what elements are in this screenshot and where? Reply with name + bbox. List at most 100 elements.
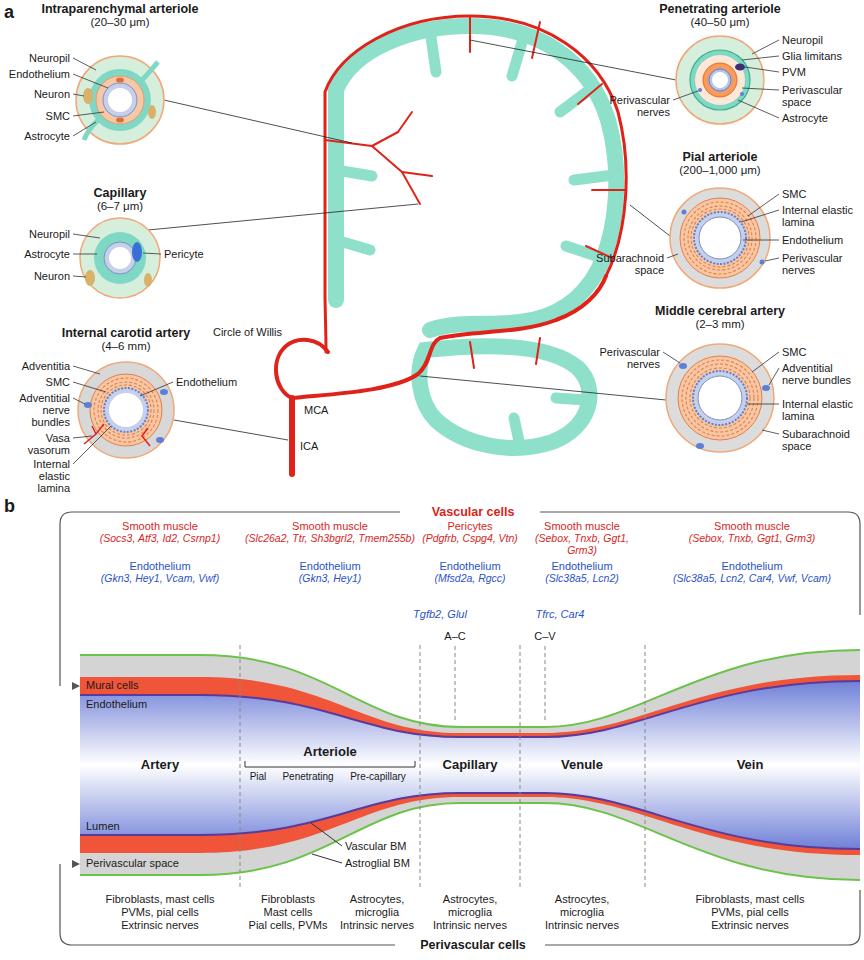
label-text: Astrocyte [782,112,860,124]
group-bracket [60,512,860,945]
label-text: Smooth muscle [242,520,418,532]
label-text: C–V [534,630,557,642]
carotid-section [98,382,154,438]
brain-section [336,26,616,330]
brain-section [276,16,626,474]
label-text: Artery [140,757,180,772]
intraparenchymal-section [83,88,93,104]
label-text: Vascular cells [425,505,521,519]
bracket [312,854,342,863]
label-text: Pericytes [421,520,519,532]
leader-line [73,122,96,136]
intraparenchymal-section [148,105,156,119]
mca-section [666,344,774,452]
label-text: (Mfsd2a, Rgcc) [421,572,519,584]
leader-line [673,91,698,100]
penetrating-section [703,63,737,97]
vessel-continuum [80,650,860,880]
brain-section [469,16,471,52]
leader-line [738,100,779,118]
leader-line [73,112,104,116]
label-text: Internal elastic lamina [4,458,70,494]
label-text: microglia [447,906,493,918]
label-text: Neuropil [782,34,860,46]
intraparenchymal-section [142,62,158,80]
carotid-section [101,385,151,435]
label-text: SMC [4,110,70,122]
label-text: SMC [4,376,70,388]
label-text: (Gkn3, Hey1) [242,572,418,584]
leader-line [752,352,779,372]
label-text: Endothelium [4,68,70,80]
label-text: Endothelium [242,560,418,572]
brain-section [325,16,626,368]
vessel-inset: Middle cerebral artery(2–3 mm) [640,304,800,452]
label-text: Subarachnoid space [584,252,664,276]
inset-size: (40–50 μm) [645,16,795,29]
brain-section [402,172,420,204]
vessel-inset: Pial arteriole(200–1,000 μm) [645,150,795,288]
carotid-section [84,402,92,408]
brain-section [574,175,614,180]
vessel-continuum [80,650,860,880]
column-divider [645,645,646,888]
vessel-continuum [80,650,860,880]
brain-section [276,340,328,398]
leader-line [140,382,173,396]
label-text: Penetrating [282,771,335,782]
leader-line [73,74,108,88]
carotid-section [78,362,174,458]
intraparenchymal-section [103,83,137,117]
inset-size: (200–1,000 μm) [645,164,795,177]
label-text: PVMs, pial cells [121,906,200,918]
brain-section [276,16,626,474]
penetrating-section [676,36,764,124]
inset-pointer [420,376,666,400]
intraparenchymal-section [108,88,132,112]
label-text: (Socs3, Atf3, Id2, Csrnp1) [82,532,238,544]
inset-title: Middle cerebral artery [640,304,800,318]
brain-section [560,88,592,112]
label-text: PVM [782,66,860,78]
label-text: Circle of Willis [211,326,282,338]
column-divider [420,645,421,888]
label-text: Smooth muscle [649,520,855,532]
column-divider [240,645,645,888]
label-text: Endothelium [176,376,246,388]
label-text: Astrocyte [4,130,70,142]
inset-size: (2–3 mm) [640,318,800,331]
bracket [245,761,415,863]
column-divider [240,645,241,888]
penetrating-section [698,88,702,92]
pial-section [694,212,746,264]
brain-section [289,398,295,474]
leader-line [73,234,100,238]
label-text: Endothelium [649,560,855,572]
label-text: Vein [736,757,764,772]
label-text: Endothelium [782,234,860,246]
label-text: Neuron [4,270,70,282]
pial-section [680,198,760,278]
label-text: (Gkn3, Hey1, Vcam, Vwf) [82,572,238,584]
label-text: (Pdgfrb, Cspg4, Vtn) [421,532,519,544]
label-text: Astrocytes, [554,893,610,905]
brain-section [430,30,436,72]
label-text: Astrocytes, [442,893,498,905]
brain-section [398,112,412,132]
leader-line [762,430,779,434]
inset-pointer [148,40,676,440]
column-divider [520,645,521,888]
label-text: MCA [304,404,330,416]
label-text: Astroglial BM [345,857,411,869]
penetrating-section [735,64,745,71]
label-text: Intrinsic nerves [545,919,620,931]
label-text: Internal elastic lamina [782,204,860,228]
leader-line [748,194,779,216]
leader-line [752,40,779,54]
leader-line [73,366,100,374]
mca-section [693,371,747,425]
penetrating-section [676,36,764,124]
label-text: Mural cells [86,679,140,691]
leader-line [73,254,97,255]
